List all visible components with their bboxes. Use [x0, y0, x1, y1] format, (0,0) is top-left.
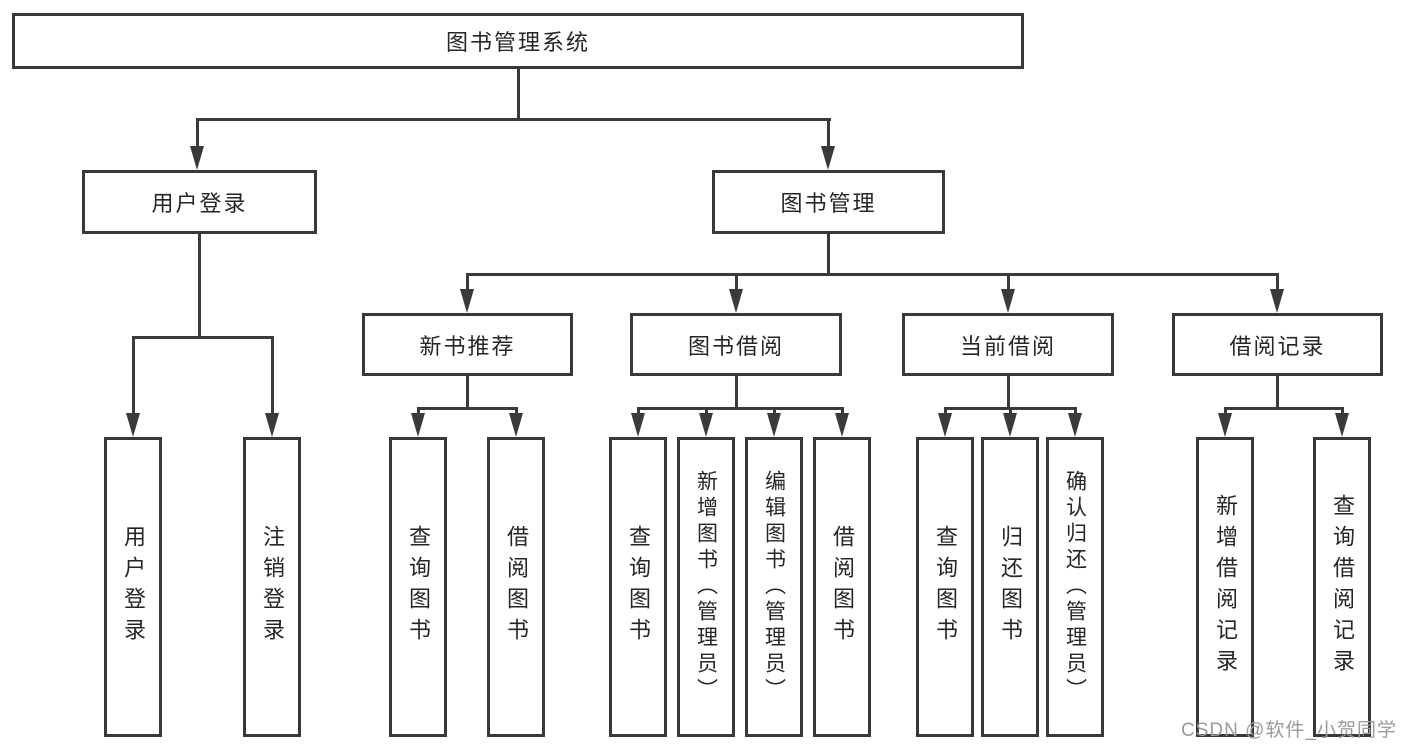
leaf-label: 编辑图书（管理员） — [762, 470, 786, 704]
leaf-label: 借阅图书 — [830, 525, 855, 649]
leaf-label: 用户登录 — [121, 525, 146, 649]
node-leaf-borrow-book-2: 借阅图书 — [813, 437, 871, 737]
connector-line — [1224, 407, 1227, 413]
leaf-label: 查询图书 — [626, 525, 651, 649]
node-library-management-system: 图书管理系统 — [12, 13, 1024, 69]
node-new-book-recommend: 新书推荐 — [362, 313, 573, 376]
leaf-label: 新增借阅记录 — [1213, 494, 1238, 680]
connector-line — [466, 376, 469, 407]
node-leaf-add-borrow-record: 新增借阅记录 — [1196, 437, 1254, 737]
connector-line — [773, 407, 776, 413]
arrowhead-icon — [631, 413, 645, 437]
arrowhead-icon — [126, 413, 140, 437]
arrowhead-icon — [1068, 413, 1082, 437]
connector-line — [827, 234, 830, 273]
arrowhead-icon — [509, 413, 523, 437]
connector-line — [196, 118, 831, 121]
leaf-label: 借阅图书 — [504, 525, 529, 649]
connector-line — [841, 407, 844, 413]
arrowhead-icon — [411, 413, 425, 437]
node-leaf-return-book: 归还图书 — [981, 437, 1039, 737]
connector-line — [515, 407, 518, 413]
arrowhead-icon — [699, 413, 713, 437]
connector-line — [1341, 407, 1344, 413]
connector-line — [637, 407, 640, 413]
node-leaf-edit-book-admin: 编辑图书（管理员） — [745, 437, 803, 737]
connector-line — [196, 118, 199, 146]
arrowhead-icon — [1218, 413, 1232, 437]
node-leaf-query-book-2: 查询图书 — [609, 437, 667, 737]
csdn-watermark: CSDN @软件_小贺同学 — [1181, 720, 1397, 741]
node-book-management: 图书管理 — [712, 170, 945, 234]
arrowhead-icon — [729, 289, 743, 313]
connector-line — [198, 234, 201, 336]
node-leaf-confirm-return-admin: 确认归还（管理员） — [1046, 437, 1104, 737]
connector-line — [132, 336, 274, 339]
connector-line — [1007, 376, 1010, 407]
node-borrow-records: 借阅记录 — [1172, 313, 1383, 376]
node-user-login: 用户登录 — [82, 170, 317, 234]
connector-line — [417, 407, 518, 410]
connector-line — [517, 69, 520, 118]
node-book-borrowing: 图书借阅 — [630, 313, 842, 376]
node-leaf-query-book-1: 查询图书 — [389, 437, 447, 737]
connector-line — [1276, 273, 1279, 289]
connector-line — [1009, 407, 1012, 413]
arrowhead-icon — [1001, 289, 1015, 313]
arrowhead-icon — [938, 413, 952, 437]
leaf-label: 查询借阅记录 — [1330, 494, 1355, 680]
connector-line — [735, 376, 738, 407]
connector-line — [1224, 407, 1344, 410]
arrowhead-icon — [1270, 289, 1284, 313]
node-leaf-query-borrow-record: 查询借阅记录 — [1313, 437, 1371, 737]
connector-line — [735, 273, 738, 289]
arrowhead-icon — [767, 413, 781, 437]
connector-line — [944, 407, 947, 413]
node-leaf-logout: 注销登录 — [243, 437, 301, 737]
leaf-label: 注销登录 — [260, 525, 285, 649]
leaf-label: 确认归还（管理员） — [1063, 470, 1087, 704]
connector-line — [417, 407, 420, 413]
leaf-label: 新增图书（管理员） — [694, 470, 718, 704]
arrowhead-icon — [190, 146, 204, 170]
connector-line — [637, 407, 844, 410]
arrowhead-icon — [835, 413, 849, 437]
node-leaf-borrow-book-1: 借阅图书 — [487, 437, 545, 737]
arrowhead-icon — [265, 413, 279, 437]
connector-line — [466, 273, 469, 289]
connector-line — [1276, 376, 1279, 407]
leaf-label: 查询图书 — [933, 525, 958, 649]
connector-line — [705, 407, 708, 413]
arrowhead-icon — [821, 146, 835, 170]
connector-line — [466, 273, 1279, 276]
node-current-borrowing: 当前借阅 — [902, 313, 1114, 376]
connector-line — [1074, 407, 1077, 413]
leaf-label: 查询图书 — [406, 525, 431, 649]
connector-line — [827, 118, 830, 146]
leaf-label: 归还图书 — [998, 525, 1023, 649]
connector-line — [1007, 273, 1010, 289]
connector-line — [271, 336, 274, 413]
node-leaf-user-login: 用户登录 — [104, 437, 162, 737]
node-leaf-add-book-admin: 新增图书（管理员） — [677, 437, 735, 737]
arrowhead-icon — [1003, 413, 1017, 437]
arrowhead-icon — [460, 289, 474, 313]
arrowhead-icon — [1335, 413, 1349, 437]
node-leaf-query-book-3: 查询图书 — [916, 437, 974, 737]
connector-line — [132, 336, 135, 413]
